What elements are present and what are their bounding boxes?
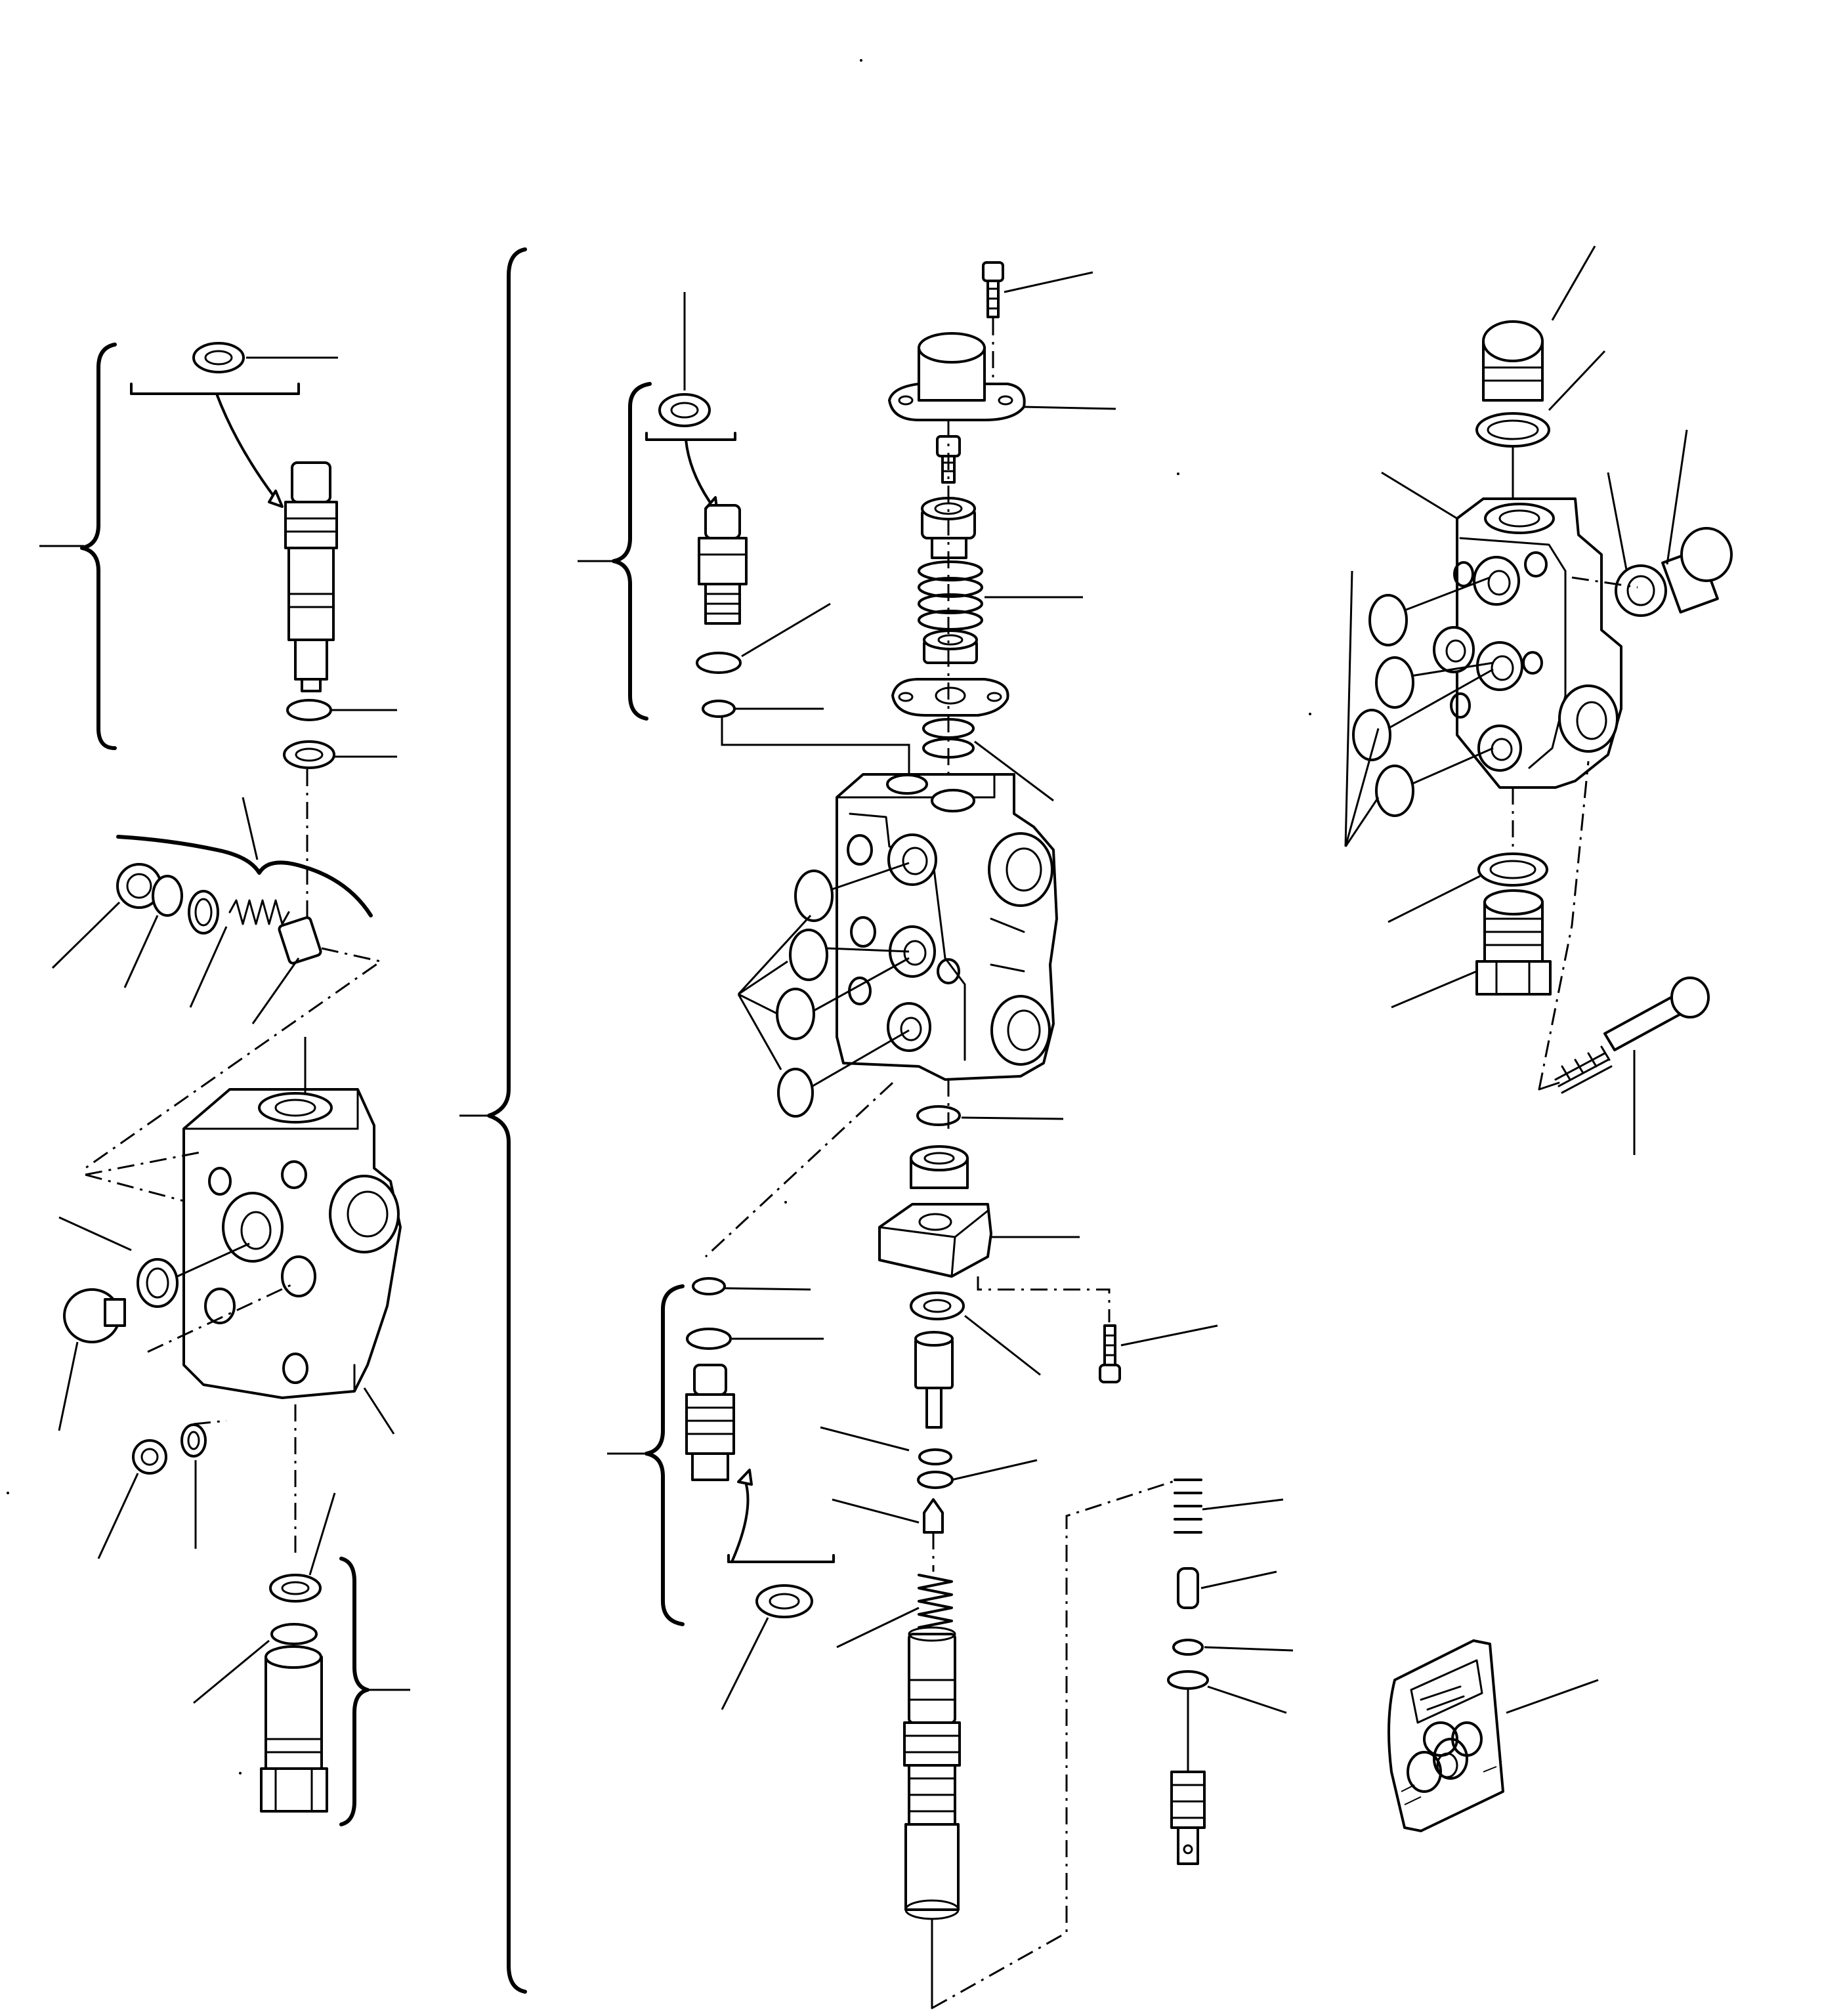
left-oring-1 xyxy=(286,699,397,721)
right-bottom-seal xyxy=(1388,852,1548,923)
center-lower-stack xyxy=(820,1105,1179,2009)
left-valve-body xyxy=(85,1088,402,1399)
center-upper-flange xyxy=(891,678,1009,717)
left-lower-cartridge xyxy=(260,1645,328,1813)
center-assembly xyxy=(578,261,1294,2009)
center-valve-body xyxy=(836,773,1058,1081)
center-right-spool xyxy=(1167,1479,1294,1865)
right-bottom-plug xyxy=(1391,889,1552,1009)
left-upper-brace xyxy=(80,343,117,750)
left-seal-2 xyxy=(283,740,397,769)
center-relief-cartridge xyxy=(698,504,748,625)
left-assembly xyxy=(39,342,410,1826)
center-upper-stack xyxy=(891,435,1083,802)
left-nut-washer xyxy=(97,1419,227,1559)
center-upper-spring xyxy=(918,560,983,631)
left-insert-arrow xyxy=(215,392,277,500)
right-body-orings xyxy=(1344,570,1494,847)
left-side-plug xyxy=(58,1242,296,1431)
right-side-plug xyxy=(1571,429,1733,617)
center-relief-oring-2 xyxy=(702,700,824,718)
center-lower-kit xyxy=(685,1277,835,1710)
right-seal-kit-bag xyxy=(1388,1639,1599,1832)
left-lower-oring xyxy=(193,1623,318,1704)
left-plug-group xyxy=(51,863,383,1169)
center-body-orings xyxy=(737,862,910,1118)
scan-specks xyxy=(7,59,1311,1774)
left-top-seal xyxy=(192,342,338,373)
center-relief-seal xyxy=(658,393,711,427)
center-lower-block xyxy=(878,1203,992,1278)
left-plug-brace xyxy=(116,835,373,917)
center-cap-cover xyxy=(888,332,1116,421)
main-group-brace xyxy=(487,247,527,1994)
right-top-seal xyxy=(1475,350,1606,507)
right-valve-body xyxy=(1381,471,1622,789)
center-relief-arrow xyxy=(685,438,713,507)
right-assembly xyxy=(1344,245,1733,1832)
center-relief-oring-1 xyxy=(696,602,831,674)
center-cap-screw xyxy=(982,261,1093,394)
center-lower-kit-brace xyxy=(645,1284,685,1626)
right-top-plug xyxy=(1482,245,1596,402)
left-lower-seal xyxy=(269,1492,336,1603)
center-side-screw xyxy=(1099,1324,1218,1383)
right-bolt xyxy=(1538,761,1710,1155)
left-cartridge xyxy=(284,461,338,692)
center-relief-brace xyxy=(612,382,652,721)
left-lower-brace xyxy=(339,1557,370,1826)
